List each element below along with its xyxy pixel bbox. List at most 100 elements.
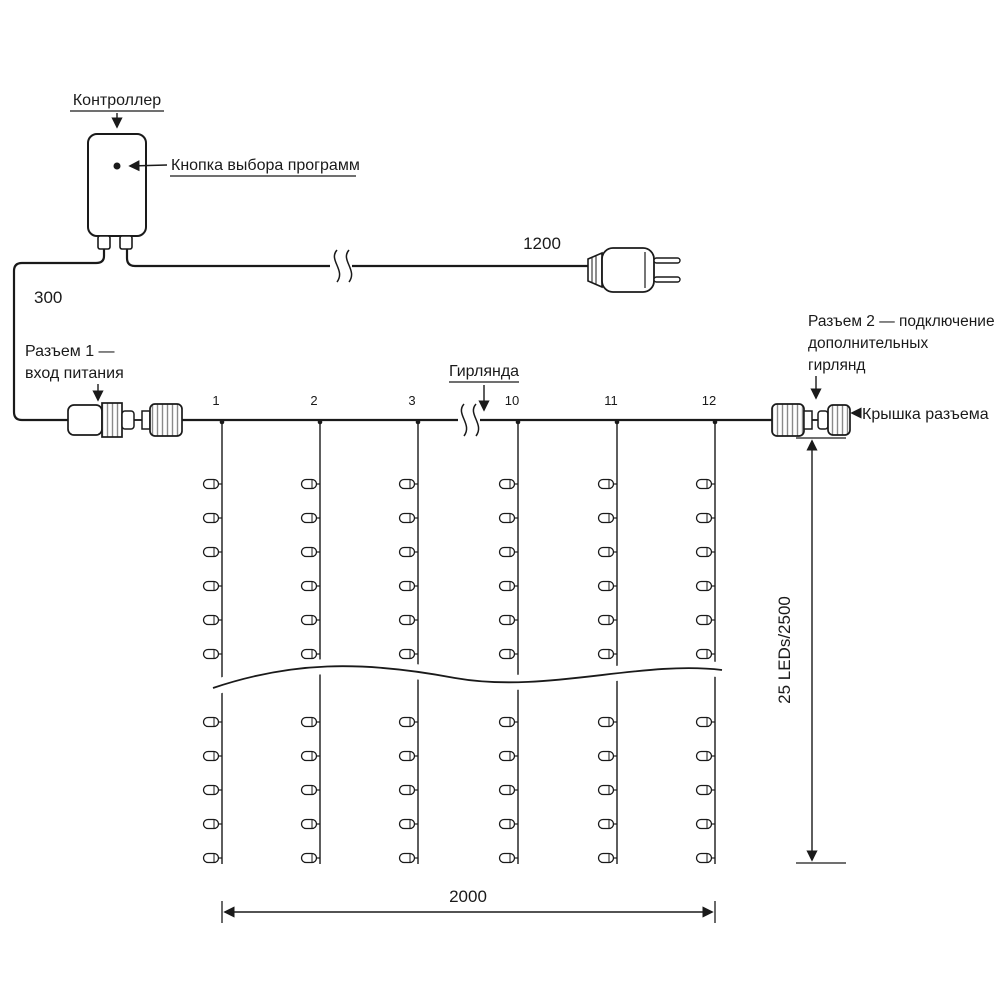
led-bulb xyxy=(202,580,220,592)
string-number: 3 xyxy=(408,393,415,408)
cap-label: Крышка разъема xyxy=(862,406,989,423)
garland-label: Гирлянда xyxy=(449,363,519,380)
lead-length-label: 300 xyxy=(34,288,62,307)
wire-break-mark-1 xyxy=(460,403,468,437)
plug-prong-top xyxy=(653,257,681,264)
program-button xyxy=(113,162,121,170)
led-bulb xyxy=(398,614,416,626)
led-bulb xyxy=(398,546,416,558)
led-bulb xyxy=(202,750,220,762)
controller-body xyxy=(87,133,147,237)
curtain-break-wave xyxy=(212,665,723,689)
plug-boot xyxy=(587,251,603,289)
garland-string: 11 xyxy=(597,393,620,864)
led-bulb xyxy=(398,818,416,830)
led-bulb xyxy=(695,750,713,762)
garland-string: 3 xyxy=(398,393,421,864)
led-bulb xyxy=(695,614,713,626)
connector1-nose xyxy=(121,410,135,430)
led-bulb xyxy=(695,818,713,830)
led-bulb xyxy=(300,784,318,796)
led-bulb xyxy=(597,750,615,762)
connector1-label-line1: Разъем 1 — xyxy=(25,343,115,360)
led-bulb xyxy=(300,614,318,626)
led-bulb xyxy=(398,750,416,762)
connector1-mate-nose xyxy=(141,410,151,430)
controller-outlet-left xyxy=(97,235,111,250)
led-bulb xyxy=(498,614,516,626)
garland-string: 1 xyxy=(202,393,225,864)
connector2-nose xyxy=(803,410,813,430)
led-bulb xyxy=(597,512,615,524)
led-bulb xyxy=(202,512,220,524)
led-bulb xyxy=(202,716,220,728)
string-number: 2 xyxy=(310,393,317,408)
led-bulb xyxy=(398,784,416,796)
led-bulb xyxy=(300,750,318,762)
led-bulb xyxy=(300,852,318,864)
led-bulb xyxy=(498,478,516,490)
controller-lead-wire xyxy=(12,249,106,422)
led-bulb xyxy=(695,478,713,490)
connector2-body xyxy=(771,403,805,437)
cord-length-label: 1200 xyxy=(523,234,561,253)
garland-string: 2 xyxy=(300,393,323,864)
led-bulb xyxy=(300,580,318,592)
led-bulb xyxy=(398,852,416,864)
width-dimension xyxy=(221,901,716,923)
controller-label: Контроллер xyxy=(73,92,161,109)
led-bulb xyxy=(498,648,516,660)
led-bulb xyxy=(202,614,220,626)
led-bulb xyxy=(498,784,516,796)
plug-prong-bottom xyxy=(653,276,681,283)
connector2-label-line1: Разъем 2 — подключение xyxy=(808,313,995,330)
string-number: 10 xyxy=(505,393,519,408)
led-bulb xyxy=(498,716,516,728)
led-bulb xyxy=(695,784,713,796)
mains-plug xyxy=(587,247,681,293)
cap-nose xyxy=(817,410,829,430)
led-bulb xyxy=(597,716,615,728)
connector2-label-line3: гирлянд xyxy=(808,357,865,374)
garland-wire xyxy=(182,403,772,437)
led-bulb xyxy=(498,818,516,830)
wire-break-mark-2 xyxy=(472,403,480,437)
led-bulb xyxy=(202,648,220,660)
connector-2 xyxy=(771,403,851,437)
cord-break-mark-1 xyxy=(333,249,341,283)
connector-1 xyxy=(67,402,183,438)
led-bulb xyxy=(398,478,416,490)
led-bulb xyxy=(498,580,516,592)
led-bulb xyxy=(498,512,516,524)
garland-string: 10 xyxy=(498,393,521,864)
led-bulb xyxy=(597,614,615,626)
led-bulb xyxy=(498,852,516,864)
led-bulb xyxy=(695,512,713,524)
led-bulb xyxy=(202,852,220,864)
led-bulb xyxy=(202,818,220,830)
cord-segment-1 xyxy=(125,249,330,268)
led-bulb xyxy=(398,512,416,524)
led-bulb xyxy=(300,512,318,524)
led-bulb xyxy=(498,546,516,558)
connector-cap xyxy=(827,404,851,436)
led-bulb xyxy=(597,580,615,592)
string-number: 11 xyxy=(604,393,618,408)
string-number: 12 xyxy=(702,393,716,408)
led-bulb xyxy=(300,716,318,728)
led-bulb xyxy=(398,580,416,592)
cord-break-mark-2 xyxy=(345,249,353,283)
connector2-label-line2: дополнительных xyxy=(808,335,928,352)
controller xyxy=(87,133,147,250)
led-bulb xyxy=(398,716,416,728)
led-bulb xyxy=(202,478,220,490)
led-bulb xyxy=(695,716,713,728)
led-bulb xyxy=(695,546,713,558)
program-button-label: Кнопка выбора программ xyxy=(171,157,360,174)
garland-string: 12 xyxy=(695,393,718,864)
led-bulb xyxy=(597,546,615,558)
controller-outlet-right xyxy=(119,235,133,250)
